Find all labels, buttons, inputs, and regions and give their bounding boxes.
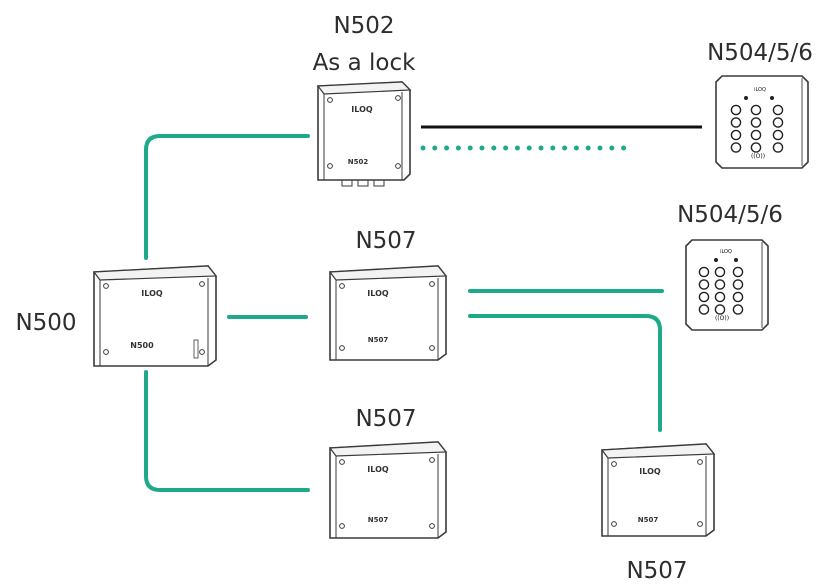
junction-box-icon xyxy=(600,443,716,537)
keypad-brand: iLOQ xyxy=(720,249,732,255)
box-brand: ILOQ xyxy=(639,467,661,476)
label-n500: N500 xyxy=(15,310,76,336)
box-brand: ILOQ xyxy=(351,105,373,114)
label-keypad-top: N504/5/6 xyxy=(707,40,813,66)
junction-box-icon xyxy=(328,265,448,361)
box-model: N507 xyxy=(638,516,659,524)
label-keypad-mid: N504/5/6 xyxy=(677,202,783,228)
box-brand: ILOQ xyxy=(367,289,389,298)
label-n507-bottom: N507 xyxy=(355,406,416,432)
device-keypad-top[interactable]: iLOQ ((O)) xyxy=(715,75,809,169)
junction-box-icon xyxy=(92,265,218,367)
keypad-brand: iLOQ xyxy=(754,87,766,93)
link-n507-n507-right xyxy=(468,314,662,432)
box-model: N507 xyxy=(368,516,389,524)
label-n502-subtitle: As a lock xyxy=(313,50,417,76)
link-n500-n502 xyxy=(144,134,310,260)
device-n507-right[interactable]: ILOQ N507 xyxy=(600,443,716,537)
box-model: N502 xyxy=(348,158,369,166)
box-model: N500 xyxy=(130,341,154,350)
junction-box-icon xyxy=(316,81,412,187)
keypad-icon xyxy=(685,239,769,331)
box-brand: ILOQ xyxy=(141,289,163,298)
keypad-icon xyxy=(715,75,809,169)
label-n507-right: N507 xyxy=(626,558,687,584)
device-keypad-mid[interactable]: iLOQ ((O)) xyxy=(685,239,769,331)
keypad-logo: ((O)) xyxy=(751,153,765,160)
junction-box-icon xyxy=(328,441,448,539)
device-n500[interactable]: ILOQ N500 xyxy=(92,265,218,367)
connections xyxy=(144,134,664,492)
box-model: N507 xyxy=(368,336,389,344)
box-brand: ILOQ xyxy=(367,465,389,474)
device-n502[interactable]: ILOQ N502 xyxy=(316,81,412,187)
label-n502-title: N502 xyxy=(333,13,394,39)
device-n507-bottom[interactable]: ILOQ N507 xyxy=(328,441,448,539)
link-n500-n507-bottom xyxy=(144,370,310,492)
device-n507-mid[interactable]: ILOQ N507 xyxy=(328,265,448,361)
keypad-logo: ((O)) xyxy=(715,315,729,322)
label-n507-mid: N507 xyxy=(355,228,416,254)
